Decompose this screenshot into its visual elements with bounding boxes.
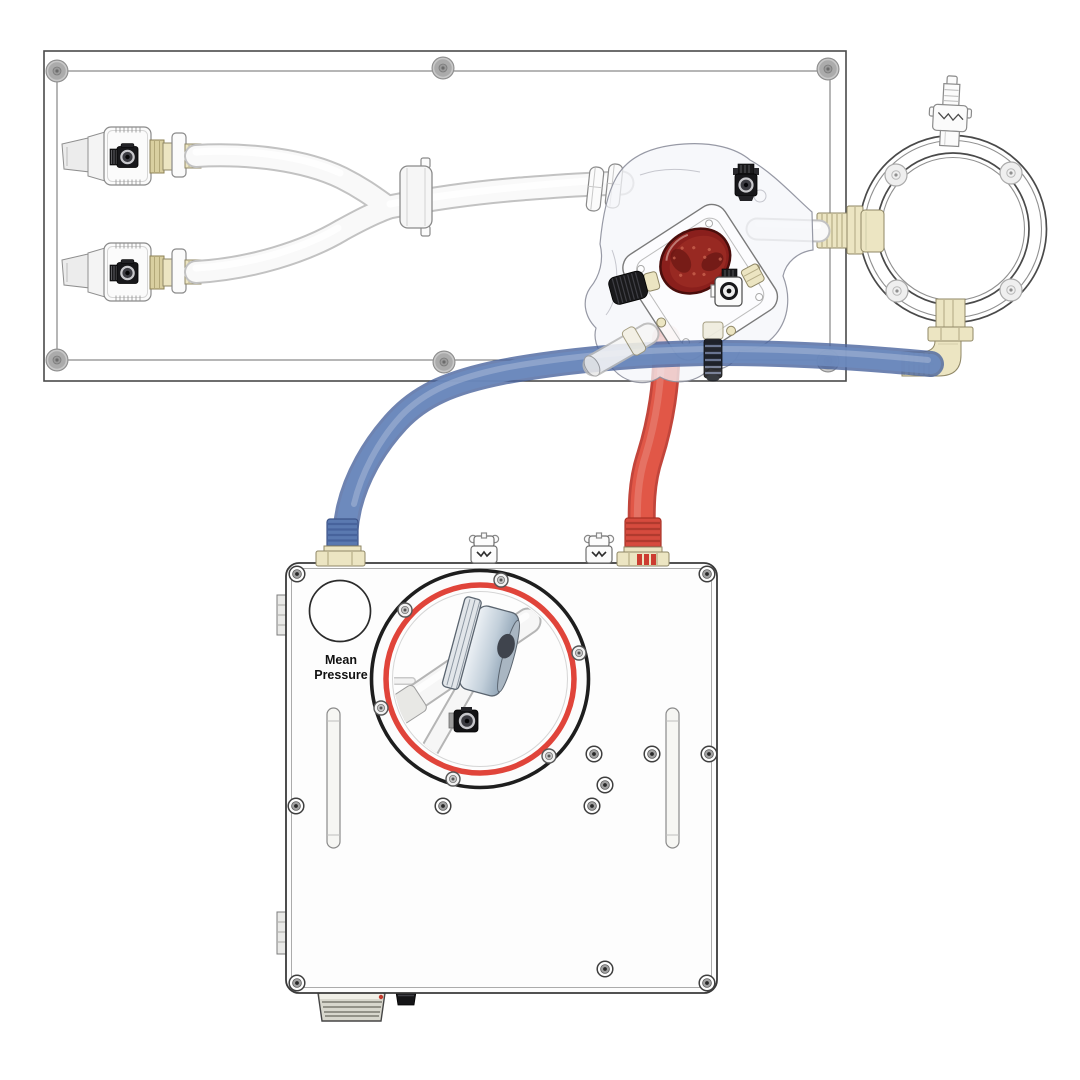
- front-plate: [622, 203, 779, 361]
- internal-gauge-cylinder: [441, 596, 520, 697]
- panel-screw: [432, 350, 456, 374]
- suction-pad: [884, 163, 908, 187]
- box-screw: [700, 745, 718, 763]
- panel-screw: [45, 348, 69, 372]
- vent-fitting: [740, 263, 765, 288]
- blue-supply-tube: [331, 339, 944, 569]
- box-screw: [585, 745, 603, 763]
- test-lung-unit: [584, 143, 814, 384]
- test-lung-ports: [582, 321, 724, 382]
- y-piece-tubing: [184, 143, 635, 284]
- viewing-window: [369, 568, 591, 790]
- box-screw: [583, 797, 601, 815]
- window-rim-screw: [445, 771, 461, 787]
- box-screw: [287, 797, 305, 815]
- blue-tube-fitting: [315, 518, 366, 567]
- box-screw: [596, 776, 614, 794]
- top-stopcock: [733, 163, 759, 201]
- power-switch: [395, 991, 417, 1006]
- tube-clamp-collar: [399, 157, 433, 237]
- panel-screw: [45, 59, 69, 83]
- front-stopcock: [710, 268, 743, 307]
- window-rim-screw: [541, 748, 557, 764]
- box-screw: [698, 974, 716, 992]
- mounting-slot: [326, 707, 341, 849]
- mounting-slot: [665, 707, 680, 849]
- panel-screw: [431, 56, 455, 80]
- suction-pad: [999, 278, 1023, 302]
- red-tube-fitting: [616, 517, 670, 567]
- window-rim-screw: [373, 700, 389, 716]
- window-rim-screw: [493, 572, 509, 588]
- box-screw: [434, 797, 452, 815]
- window-rim-screw: [397, 602, 413, 618]
- adjustment-knob: [608, 270, 661, 305]
- outlet-barb-port: [702, 321, 724, 382]
- head-ring-fixture: [816, 75, 1048, 377]
- box-screw: [288, 565, 306, 583]
- box-screw: [643, 745, 661, 763]
- panel-screw: [816, 57, 840, 81]
- pinch-ring: [585, 166, 605, 212]
- mean-pressure-label-line2: Pressure: [314, 668, 368, 682]
- lid-latch: [583, 532, 615, 564]
- mean-pressure-label-line1: Mean: [325, 653, 357, 667]
- suction-pad: [885, 279, 909, 303]
- drain-port: [582, 322, 660, 377]
- red-membrane-window: [659, 227, 732, 295]
- mean-pressure-port: [308, 579, 372, 643]
- window-rim-screw: [571, 645, 587, 661]
- box-screw: [698, 565, 716, 583]
- power-inlet-module: [317, 992, 386, 1022]
- ring-top-barb-fitting: [928, 75, 973, 148]
- control-box: Mean Pressure: [276, 517, 718, 1022]
- ring-bottom-fitting: [927, 298, 974, 342]
- internal-stopcock: [448, 707, 479, 733]
- suction-pad: [999, 161, 1023, 185]
- lid-latch: [468, 532, 500, 564]
- box-screw: [596, 960, 614, 978]
- box-screw: [288, 974, 306, 992]
